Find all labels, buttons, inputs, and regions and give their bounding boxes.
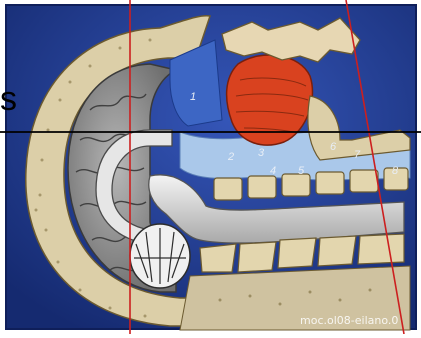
region-number-4: 4	[270, 165, 276, 177]
region-number-1: 1	[190, 91, 196, 103]
region-number-2: 2	[227, 151, 234, 163]
region-number-6: 6	[330, 141, 337, 153]
edge-letter: s	[0, 82, 17, 116]
region-number-8: 8	[392, 165, 399, 177]
region-number-7: 7	[354, 149, 361, 161]
region-number-3: 3	[258, 147, 265, 159]
watermark-text: moc.ol08-eilano.0	[300, 314, 398, 327]
region-number-5: 5	[298, 165, 305, 177]
